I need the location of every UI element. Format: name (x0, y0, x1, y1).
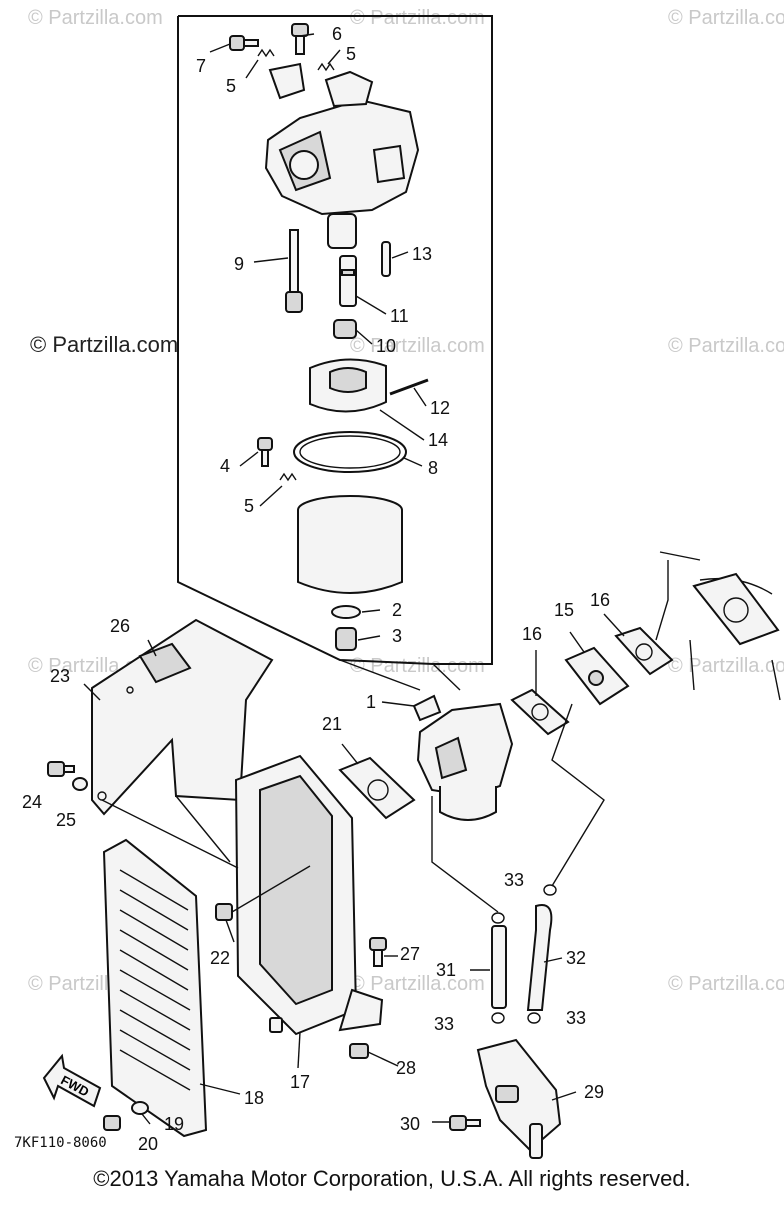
fuel-hose-32 (526, 904, 553, 1011)
leader-lines (83, 33, 625, 1125)
callout-18: 18 (244, 1088, 264, 1108)
callout-1: 1 (366, 692, 376, 712)
carburetor-body (264, 62, 420, 249)
callout-28: 28 (396, 1058, 416, 1078)
callout-8: 8 (428, 458, 438, 478)
callout-4: 4 (220, 456, 230, 476)
frame-leader (339, 659, 421, 691)
spring-5c (279, 472, 297, 482)
callout-10: 10 (376, 336, 396, 356)
main-nozzle-11 (339, 255, 357, 307)
screw-7 (229, 35, 259, 51)
gasket-16b (614, 626, 674, 676)
callout-20: 20 (138, 1134, 158, 1154)
nut-22 (215, 903, 233, 921)
nut-20 (103, 1115, 121, 1131)
screw-30 (449, 1115, 481, 1131)
washer-19 (131, 1101, 149, 1115)
spring-5a (257, 48, 275, 58)
fwd-arrow-icon: FWD (42, 1053, 102, 1108)
carburetor-1 (412, 694, 514, 821)
screw-6 (291, 23, 309, 55)
watermark: © Partzilla.com (668, 335, 784, 357)
callout-2: 2 (392, 600, 402, 620)
washer-25 (72, 777, 88, 791)
callout-30: 30 (400, 1114, 420, 1134)
watermark: © Partzilla.com (668, 655, 784, 677)
fuel-hose-31 (491, 925, 507, 1009)
float-pin-12 (389, 378, 429, 396)
callout-14: 14 (428, 430, 448, 450)
callout-15: 15 (554, 600, 574, 620)
drain-bolt-3 (335, 627, 357, 651)
float-14 (309, 358, 387, 413)
gasket-16a (510, 688, 570, 736)
gasket-8 (293, 431, 407, 473)
pipe-9 (285, 229, 303, 313)
callout-23: 23 (50, 666, 70, 686)
watermark: © Partzilla.com (350, 973, 485, 995)
watermark: © Partzilla.com (350, 655, 485, 677)
bolt-27 (369, 937, 387, 967)
callout-26: 26 (110, 616, 130, 636)
callout-labels: 6 7 5 5 9 13 11 10 12 14 8 4 5 2 3 1 21 … (22, 24, 610, 1154)
main-jet-10 (333, 319, 357, 339)
callout-5: 5 (244, 496, 254, 516)
callout-16: 16 (522, 624, 542, 644)
bolt-24 (47, 761, 75, 777)
insulator-15 (564, 646, 630, 706)
callout-27: 27 (400, 944, 420, 964)
callout-17: 17 (290, 1072, 310, 1092)
callout-5: 5 (346, 44, 356, 64)
callout-19: 19 (164, 1114, 184, 1134)
nut-28 (349, 1043, 369, 1059)
clip-33 (491, 884, 557, 1024)
diagram-code: 7KF110-8060 (14, 1135, 107, 1151)
watermark: © Partzilla.com (350, 7, 485, 29)
float-bowl (297, 495, 403, 594)
callout-13: 13 (412, 244, 432, 264)
air-cleaner-case-17 (234, 754, 384, 1036)
engine-intake-manifold (655, 551, 781, 701)
spring-5b (317, 62, 335, 72)
watermark: © Partzilla.com (30, 332, 178, 357)
fuel-cock-29 (476, 1038, 562, 1159)
callout-25: 25 (56, 810, 76, 830)
callout-7: 7 (196, 56, 206, 76)
air-element-18 (102, 838, 208, 1138)
callout-24: 24 (22, 792, 42, 812)
watermark: © Partzilla.com (668, 7, 784, 29)
callout-16: 16 (590, 590, 610, 610)
callout-11: 11 (390, 306, 409, 326)
callout-31: 31 (436, 960, 456, 980)
watermark: © Partzilla.com (28, 7, 163, 29)
element-slats (119, 869, 191, 1091)
callout-6: 6 (332, 24, 342, 44)
callout-9: 9 (234, 254, 244, 274)
copyright-notice: ©2013 Yamaha Motor Corporation, U.S.A. A… (93, 1166, 691, 1191)
watermark: © Partzilla.com (350, 335, 485, 357)
callout-33: 33 (504, 870, 524, 890)
air-cleaner-cover-23 (91, 618, 274, 816)
callout-22: 22 (210, 948, 230, 968)
frame-leader (432, 663, 461, 691)
callout-3: 3 (392, 626, 402, 646)
callout-12: 12 (430, 398, 450, 418)
callout-33: 33 (434, 1014, 454, 1034)
screw-4 (257, 437, 273, 467)
gasket-21 (338, 756, 416, 820)
callout-33: 33 (566, 1008, 586, 1028)
callout-21: 21 (322, 714, 342, 734)
pin-13 (381, 241, 391, 277)
callout-29: 29 (584, 1082, 604, 1102)
callout-5: 5 (226, 76, 236, 96)
gasket-2 (331, 605, 361, 619)
callout-32: 32 (566, 948, 586, 968)
watermark: © Partzilla.com (668, 973, 784, 995)
